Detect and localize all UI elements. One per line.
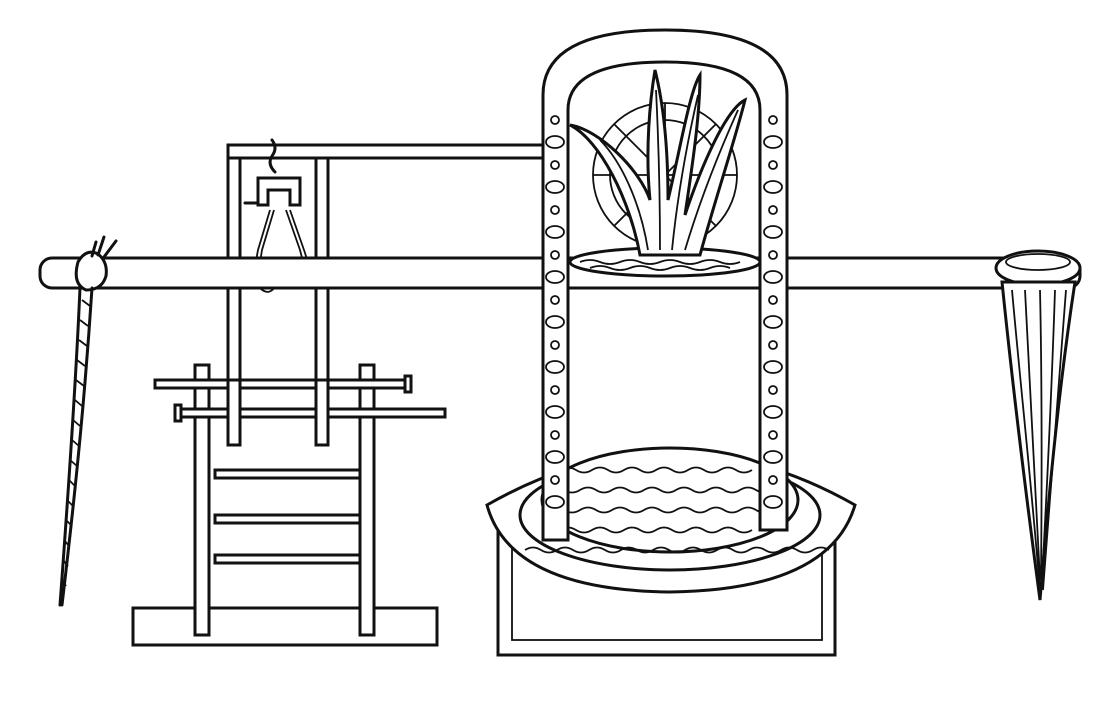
bead <box>768 115 778 125</box>
shell <box>545 315 565 329</box>
shell <box>763 360 783 374</box>
fibre-plant <box>568 69 762 278</box>
shell <box>763 270 783 284</box>
bead <box>768 475 778 485</box>
bead <box>768 385 778 395</box>
bead <box>550 295 560 305</box>
bead <box>550 475 560 485</box>
bead <box>768 340 778 350</box>
bead <box>550 160 560 170</box>
bead <box>550 205 560 215</box>
shell <box>545 270 565 284</box>
shell <box>545 450 565 464</box>
shell <box>545 360 565 374</box>
bead <box>768 160 778 170</box>
bead <box>550 250 560 260</box>
shell <box>763 315 783 329</box>
shell <box>545 135 565 149</box>
bead <box>550 430 560 440</box>
bead <box>768 295 778 305</box>
shell <box>763 225 783 239</box>
bead <box>550 115 560 125</box>
bead <box>768 250 778 260</box>
upper-frame <box>226 156 330 447</box>
shell <box>763 180 783 194</box>
shell <box>763 405 783 419</box>
shell <box>545 180 565 194</box>
shell <box>763 450 783 464</box>
bead <box>550 385 560 395</box>
shell <box>545 495 565 509</box>
bead <box>768 430 778 440</box>
shell <box>545 225 565 239</box>
shell <box>763 495 783 509</box>
right-fibre-bundle <box>994 249 1082 601</box>
shell <box>545 405 565 419</box>
lower-stand <box>131 363 447 647</box>
bead <box>768 205 778 215</box>
bead <box>550 340 560 350</box>
shell <box>763 135 783 149</box>
left-rope <box>58 235 118 607</box>
